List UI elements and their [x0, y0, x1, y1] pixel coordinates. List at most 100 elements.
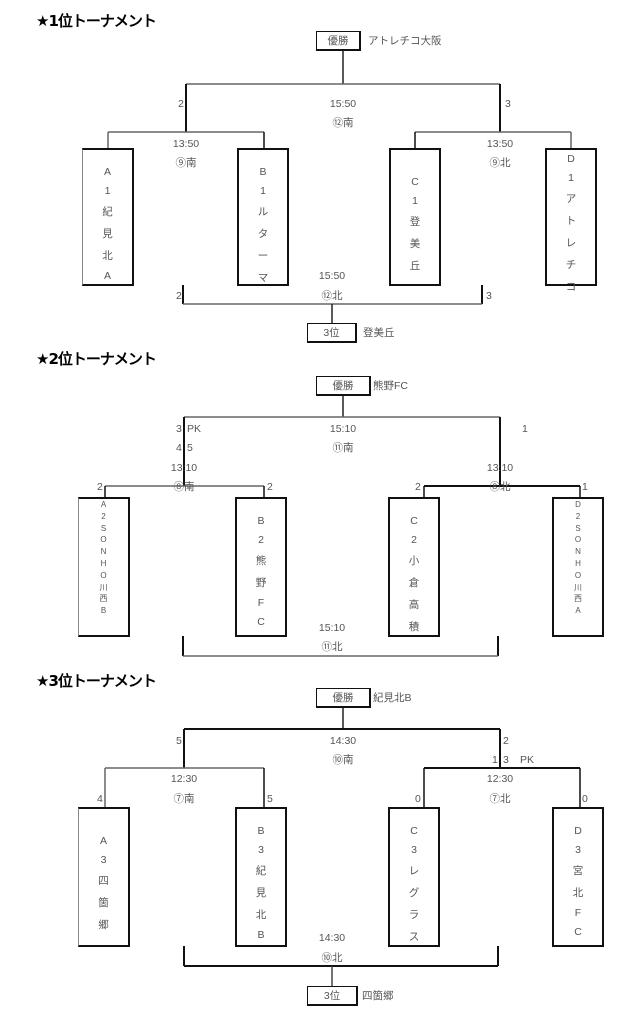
final-pk-label: PK [520, 754, 535, 766]
team-name-char: C [410, 515, 418, 527]
team-name-char: 西 [574, 594, 582, 604]
team-name-char: F [574, 907, 582, 919]
third-place-team: 四箇郷 [362, 990, 394, 1002]
semi-right-court: ⑧北 [489, 481, 511, 493]
semi-right-court: ⑦北 [489, 793, 511, 805]
final-pk-label: PK [187, 423, 202, 435]
semi-right-score-right: 0 [582, 793, 588, 805]
team-name-char: D [574, 825, 582, 837]
team-name-char: F [257, 597, 265, 609]
team-name-char: ル [257, 206, 269, 218]
team-name-char: D [567, 153, 575, 165]
team-name-char: O [100, 535, 107, 545]
third-match-court: ⑪北 [321, 641, 343, 653]
final-pk-right: 5 [187, 442, 193, 454]
team-name-char: S [575, 523, 581, 533]
team-name-char: 3 [258, 844, 264, 856]
team-name-char: 見 [102, 228, 113, 240]
team-name-char: 川 [99, 582, 108, 592]
final-score-right: 2 [503, 735, 509, 747]
team-name-char: D [575, 500, 581, 509]
third-place-box: 3位 [307, 986, 358, 1006]
team-name-char: コ [565, 281, 577, 293]
tournament-2: ★2位トーナメント 優勝 熊野FC 3 PK 4 5 15:10 ⑪南 1 13… [36, 350, 604, 657]
team-name-char: 3 [575, 844, 581, 856]
team-name-char: C [411, 176, 419, 188]
team-name-char: ラ [408, 909, 420, 921]
semi-right-score-left: 2 [415, 481, 421, 493]
final-time: 15:50 [329, 98, 357, 110]
tournament-heading: ★1位トーナメント [36, 12, 157, 30]
third-match-court: ⑫北 [321, 290, 343, 302]
team-name-char: 2 [258, 534, 264, 546]
semi-right-score-left: 0 [415, 793, 421, 805]
team-name-char: 紀 [102, 206, 113, 218]
team-name-char: グ [408, 887, 420, 899]
team-name-char: H [575, 558, 581, 568]
final-score-right: 1 [522, 423, 528, 435]
final-pk-left: 4 [176, 442, 182, 454]
final-court: ⑩南 [332, 754, 354, 766]
team-name-char: C [410, 825, 418, 837]
team-name-char: 北 [255, 909, 267, 921]
semi-left-court: ⑨南 [175, 157, 197, 169]
team-name-char: C [574, 926, 582, 938]
team-name-char: 北 [102, 250, 113, 262]
team-name-char: 1 [568, 172, 574, 184]
team-name-char: B [257, 515, 265, 527]
third-match-time: 15:50 [318, 270, 346, 282]
team-name-char: 西 [99, 594, 108, 604]
team-name-char: A [99, 835, 107, 847]
semi-left-score-left: 2 [97, 481, 103, 493]
team-name-char: 3 [100, 854, 107, 866]
semi-left-court: ⑦南 [173, 793, 195, 805]
third-match-time: 15:10 [318, 622, 346, 634]
team-name-char: ー [257, 250, 269, 262]
team-name-char: ト [565, 215, 577, 227]
team-name-char: 郷 [98, 919, 109, 931]
team-name-char: レ [565, 237, 577, 249]
team-name-char: A [103, 166, 111, 178]
team-name-char: 北 [572, 887, 584, 899]
team-name-char: 3 [411, 844, 417, 856]
bracket-lines [104, 395, 581, 657]
semi-left-time: 12:30 [170, 773, 198, 785]
third-match-score-right: 3 [486, 290, 492, 302]
tournament-heading: ★3位トーナメント [36, 672, 157, 690]
champion-box: 優勝 [316, 31, 361, 51]
team-name-char: 小 [408, 555, 420, 567]
team-name-char: A [575, 606, 581, 616]
team-name-char: 登 [409, 216, 421, 228]
team-name-char: 熊 [255, 555, 267, 567]
third-place-box: 3位 [307, 323, 357, 343]
team-name-char: タ [257, 228, 269, 240]
final-score-left: 3 [176, 423, 182, 435]
team-name-char: B [259, 166, 267, 178]
semi-right-score-right: 1 [582, 481, 588, 493]
champion-box: 優勝 [316, 688, 371, 708]
final-pk-left: 1 [492, 754, 498, 766]
team-name-char: 倉 [408, 577, 420, 589]
final-time: 15:10 [329, 423, 357, 435]
team-name-char: レ [408, 865, 420, 877]
final-score-right: 3 [505, 98, 511, 110]
team-name-char: 紀 [255, 865, 267, 877]
team-name-char: 1 [104, 185, 111, 197]
team-name-char: 見 [255, 887, 267, 899]
team-name-char: O [574, 535, 582, 545]
semi-left-score-left: 4 [97, 793, 103, 805]
team-name-char: 四 [98, 875, 109, 887]
team-name-char: N [575, 547, 581, 557]
